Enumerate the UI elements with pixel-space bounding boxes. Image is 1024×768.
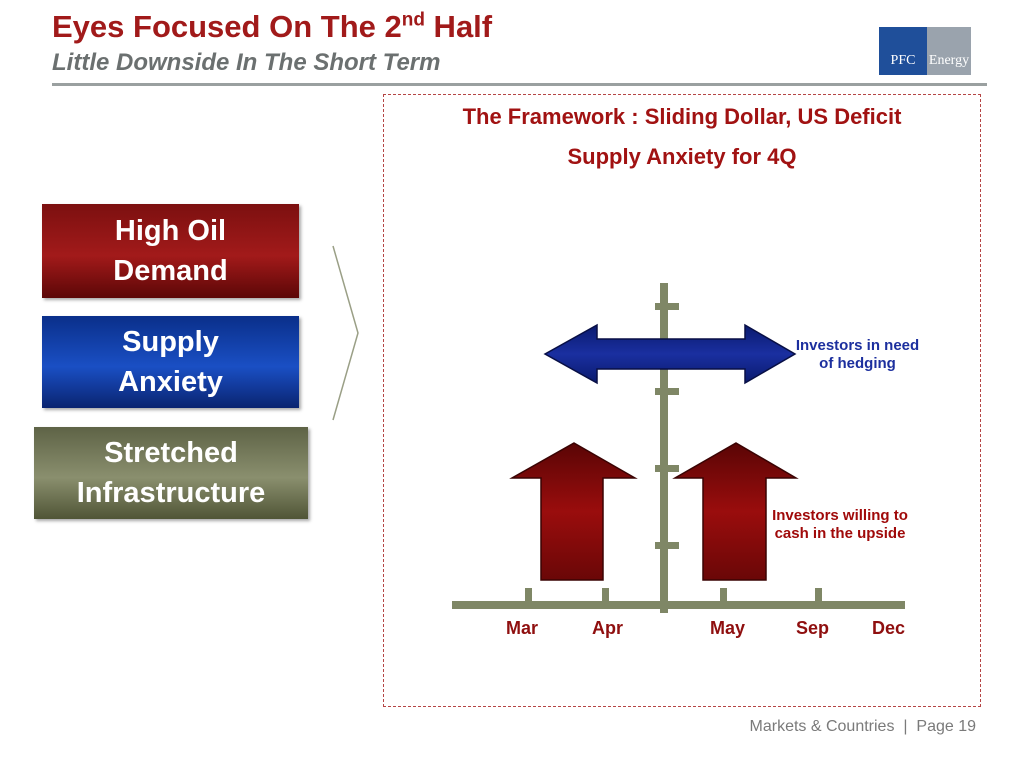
logo-left-panel: PFC: [879, 27, 927, 75]
factor-infra-line1: Stretched: [104, 437, 238, 469]
up-arrow-icon-left: [509, 442, 638, 581]
horizontal-axis: [452, 588, 905, 609]
timeline-diagram: [452, 283, 905, 613]
factor-supply-line1: Supply: [122, 326, 219, 358]
double-arrow-icon: [543, 323, 797, 385]
hedging-label: Investors in need of hedging: [795, 337, 920, 372]
framework-panel: [383, 94, 981, 707]
footer-page-info: Markets & Countries | Page 19: [749, 718, 976, 735]
framework-title-line1: The Framework : Sliding Dollar, US Defic…: [462, 104, 902, 129]
chevron-right-icon: [332, 245, 359, 421]
month-label: Apr: [592, 618, 623, 638]
month-label: Sep: [796, 618, 830, 638]
page-subtitle: Little Downside In The Short Term: [52, 49, 441, 76]
page-title-superscript: nd: [401, 9, 425, 31]
month-label: Mar: [506, 618, 539, 638]
factor-infra-line2: Infrastructure: [76, 477, 266, 509]
page-title-tail: Half: [424, 9, 493, 44]
month-label: May: [710, 618, 746, 638]
framework-title-line2: Supply Anxiety for 4Q: [567, 144, 797, 169]
vertical-axis: [655, 283, 679, 613]
company-logo: PFC Energy: [879, 27, 971, 75]
factor-box-supply: Supply Anxiety: [42, 316, 299, 408]
factor-box-infrastructure: Stretched Infrastructure: [34, 427, 308, 519]
logo-right-panel: Energy: [927, 27, 971, 75]
up-arrow-icon-right: [672, 442, 799, 581]
title-divider: [52, 83, 987, 86]
factor-box-demand: High Oil Demand: [42, 204, 299, 298]
factor-demand-line2: Demand: [113, 255, 228, 287]
factor-supply-line2: Anxiety: [118, 366, 223, 398]
factor-demand-line1: High Oil: [114, 215, 227, 247]
page-title-main: Eyes Focused On The 2: [52, 9, 402, 44]
month-label: Dec: [872, 618, 906, 638]
page-title: Eyes Focused On The 2nd Half: [52, 9, 493, 44]
cash-upside-label: Investors willing to cash in the upside: [772, 507, 908, 542]
